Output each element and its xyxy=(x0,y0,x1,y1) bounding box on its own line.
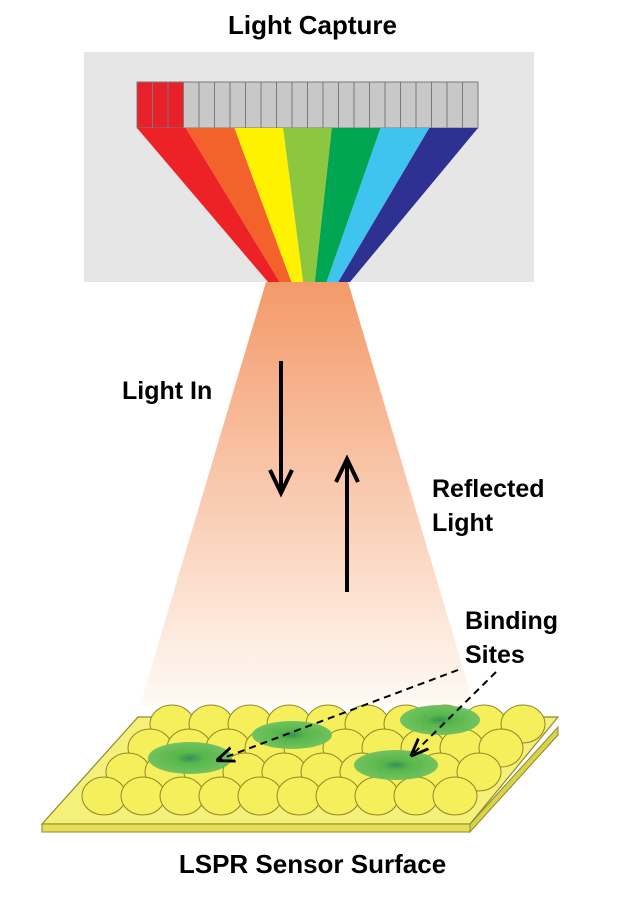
spectrum-fan xyxy=(137,128,478,282)
nanoparticle xyxy=(120,776,166,816)
binding-sites-label: Binding Sites xyxy=(465,604,558,672)
nanoparticle xyxy=(393,776,439,816)
sensor-surface-title: LSPR Sensor Surface xyxy=(178,849,447,879)
detector-cell xyxy=(307,81,324,129)
binding-label-line2: Sites xyxy=(465,641,525,669)
nanoparticle xyxy=(81,776,127,816)
binding-label-line1: Binding xyxy=(465,607,559,635)
sensor-surface xyxy=(40,704,560,834)
spectrum-band xyxy=(326,128,430,282)
binding-pointer-1 xyxy=(218,669,459,760)
detector-cell xyxy=(276,81,293,129)
detector-cell xyxy=(291,81,308,129)
spectrum-band xyxy=(137,128,280,282)
detector-cell xyxy=(338,81,355,129)
nanoparticle xyxy=(315,776,361,816)
binding-site xyxy=(400,705,480,735)
detector-cell xyxy=(322,81,339,129)
reflected-label-line1: Reflected xyxy=(432,475,545,503)
binding-site xyxy=(148,742,232,774)
binding-site xyxy=(252,721,332,749)
detector-cell xyxy=(431,81,448,129)
spectrum-band xyxy=(338,128,478,282)
detector-cell xyxy=(198,81,215,129)
detector-cell xyxy=(183,81,200,129)
detector-cell xyxy=(260,81,277,129)
nanoparticle xyxy=(354,776,400,816)
detector-cell xyxy=(462,81,479,129)
spectrum-band xyxy=(283,128,332,282)
reflected-light-label: Reflected Light xyxy=(432,472,545,540)
detector-cell xyxy=(446,81,463,129)
spectrum-band xyxy=(185,128,292,282)
detector-cell xyxy=(415,81,432,129)
detector-cells xyxy=(136,81,479,129)
detector-cell xyxy=(353,81,370,129)
detector-cell xyxy=(369,81,386,129)
light-in-label: Light In xyxy=(122,377,213,405)
detector-cell xyxy=(136,81,153,129)
nanoparticle xyxy=(198,776,244,816)
reflected-label-line2: Light xyxy=(432,509,494,537)
detector-cell xyxy=(229,81,246,129)
arrow-up-icon xyxy=(334,454,360,592)
nanoparticle xyxy=(432,776,478,816)
detector-cell xyxy=(214,81,231,129)
nanoparticle xyxy=(159,776,205,816)
detector-cell xyxy=(152,81,169,129)
binding-site xyxy=(354,750,438,780)
nanoparticle xyxy=(276,776,322,816)
detector-cell xyxy=(384,81,401,129)
spectrum-band xyxy=(234,128,304,282)
nanoparticle xyxy=(237,776,283,816)
light-beam xyxy=(140,282,474,705)
light-capture-title: Light Capture xyxy=(228,10,397,40)
binding-pointer-2 xyxy=(412,671,497,755)
arrow-down-icon xyxy=(268,361,294,498)
detector-cell xyxy=(400,81,417,129)
detector-cell xyxy=(245,81,262,129)
detector-cell xyxy=(167,81,184,129)
spectrum-band xyxy=(314,128,381,282)
